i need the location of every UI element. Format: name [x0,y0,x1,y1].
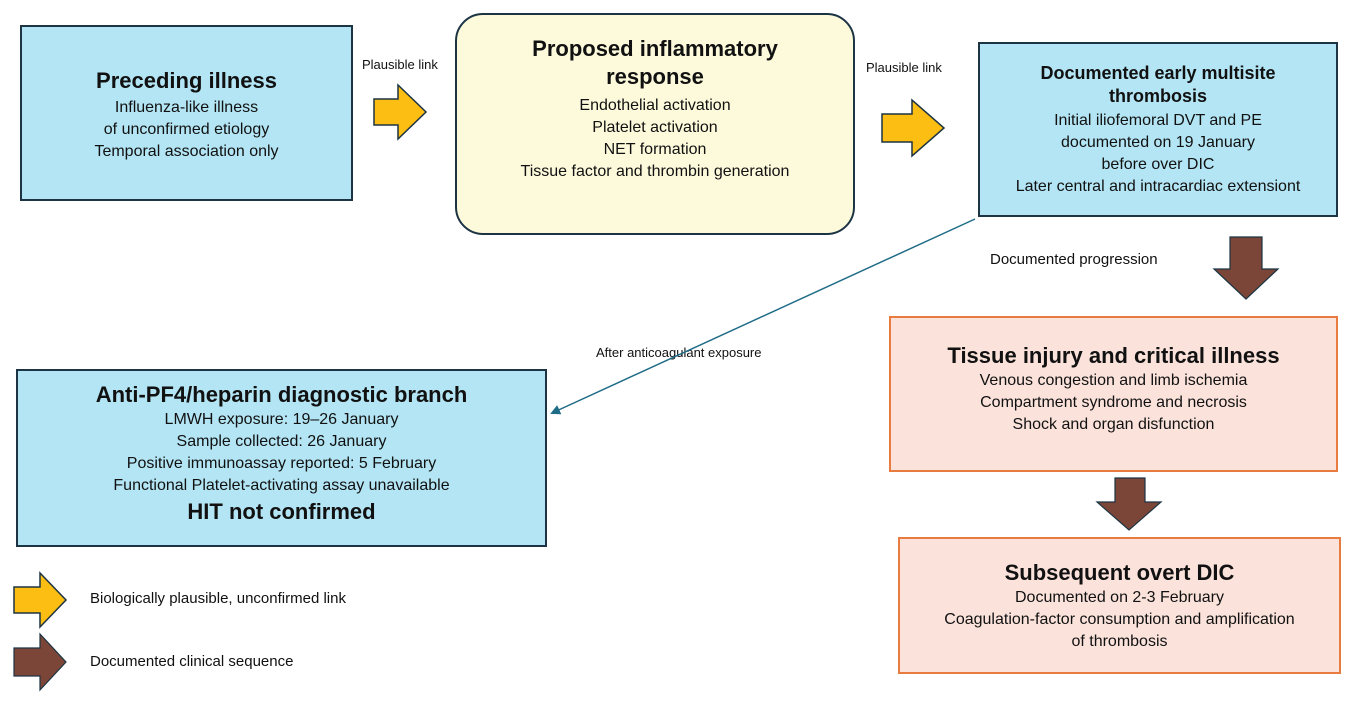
brown-arrow-icon [1095,477,1163,531]
early-thrombosis-line: documented on 19 January [1061,134,1255,151]
overt-dic-line: Documented on 2-3 February [1015,589,1224,606]
legend-yellow-text: Biologically plausible, unconfirmed link [90,590,346,607]
early-thrombosis-title: Documented early multisite [1040,63,1276,83]
preceding-illness-box: Preceding illness Influenza-like illness… [20,25,353,201]
overt-dic-box: Subsequent overt DIC Documented on 2-3 F… [898,537,1341,674]
inflammatory-response-line: Endothelial activation [579,97,731,114]
overt-dic-line: of thrombosis [1071,633,1168,650]
yellow-arrow-icon [881,98,946,158]
overt-dic-line: Coagulation-factor consumption and ampli… [944,611,1295,628]
plausible-link-label: Plausible link [362,57,438,72]
early-thrombosis-line: before over DIC [1101,156,1215,173]
tissue-injury-title: Tissue injury and critical illness [947,343,1280,368]
brown-arrow-icon [1212,236,1280,300]
early-thrombosis-title: thrombosis [1108,86,1207,106]
tissue-injury-box: Tissue injury and critical illness Venou… [889,316,1338,472]
legend-brown-text: Documented clinical sequence [90,653,294,670]
inflammatory-response-box: Proposed inflammatory response Endotheli… [455,13,855,235]
anti-pf4-line: Sample collected: 26 January [176,433,387,450]
preceding-illness-line: of unconfirmed etiology [103,121,270,138]
tissue-injury-line: Venous congestion and limb ischemia [979,372,1248,389]
early-thrombosis-line: Later central and intracardiac extension… [1015,178,1301,195]
yellow-arrow-icon [373,83,428,141]
preceding-illness-line: Influenza-like illness [114,99,259,116]
hit-conclusion: HIT not confirmed [187,499,376,524]
overt-dic-title: Subsequent overt DIC [1004,560,1235,585]
inflammatory-response-line: Platelet activation [592,119,718,136]
after-anticoagulant-label: After anticoagulant exposure [596,345,762,360]
inflammatory-response-title: Proposed inflammatory [532,36,778,61]
anti-pf4-line: LMWH exposure: 19–26 January [164,411,399,428]
inflammatory-response-line: Tissue factor and thrombin generation [520,163,790,180]
preceding-illness-line: Temporal association only [94,143,279,160]
documented-progression-label: Documented progression [990,251,1158,268]
tissue-injury-line: Shock and organ disfunction [1012,416,1215,433]
legend-brown-arrow-icon [13,632,67,692]
anti-pf4-title: Anti-PF4/heparin diagnostic branch [95,382,468,407]
early-thrombosis-line: Initial iliofemoral DVT and PE [1054,112,1262,129]
anti-pf4-line: Positive immunoassay reported: 5 Februar… [126,455,437,472]
early-thrombosis-box: Documented early multisite thrombosis In… [978,42,1338,217]
anti-pf4-box: Anti-PF4/heparin diagnostic branch LMWH … [16,369,547,547]
inflammatory-response-title: response [606,64,704,89]
tissue-injury-line: Compartment syndrome and necrosis [980,394,1247,411]
anti-pf4-line: Functional Platelet-activating assay una… [113,477,450,494]
plausible-link-label: Plausible link [866,60,942,75]
inflammatory-response-line: NET formation [603,141,707,158]
legend-yellow-arrow-icon [13,571,68,629]
preceding-illness-title: Preceding illness [96,68,277,93]
